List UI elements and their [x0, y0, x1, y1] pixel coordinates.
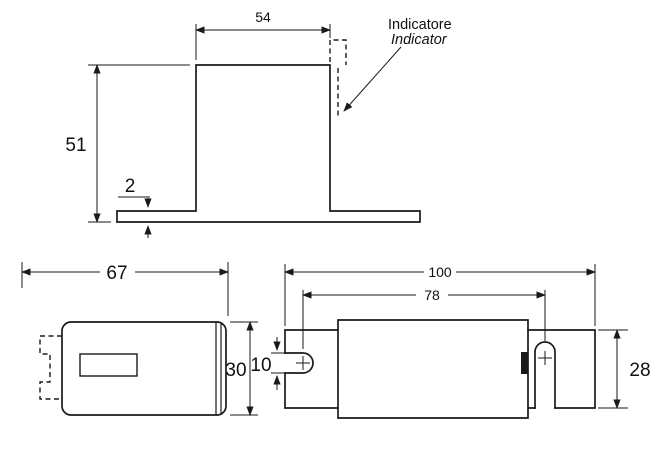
- dim-10-label: 10: [250, 355, 271, 376]
- fuse-body-front: [337, 319, 529, 419]
- dim-30-label: 30: [225, 360, 246, 381]
- dim-67-label: 67: [106, 263, 127, 284]
- indicator-mark: [521, 352, 528, 374]
- indicator-label-en: Indicator: [391, 32, 448, 48]
- dim-28-label: 28: [629, 360, 650, 381]
- indicator-hidden-outline: [329, 39, 347, 65]
- dim-78-label: 78: [424, 287, 440, 303]
- left-slot-center-mark: [296, 356, 310, 370]
- hidden-blade-side: [39, 335, 62, 400]
- dim-2-label: 2: [125, 176, 136, 197]
- left-blade-outline: [284, 329, 339, 409]
- left-blade-slot: [284, 352, 314, 374]
- dim-54-label: 54: [255, 9, 271, 25]
- right-blade-outline: [527, 329, 596, 409]
- indicator-label-it: Indicatore: [388, 17, 452, 33]
- right-blade-slot: [534, 341, 556, 409]
- fuse-body-side: [61, 321, 227, 416]
- dim-51-label: 51: [65, 135, 86, 156]
- side-view: 67 30: [21, 262, 258, 416]
- right-slot-center-mark: [538, 351, 552, 365]
- bracket-outline: [116, 64, 421, 223]
- top-view: 54 51 2 Indicatore Indicator: [65, 9, 452, 238]
- indicator-leader-arrow: [343, 46, 402, 112]
- label-window: [79, 353, 138, 377]
- front-view: 100 78 10 28: [250, 264, 651, 419]
- dim-100-label: 100: [428, 264, 452, 280]
